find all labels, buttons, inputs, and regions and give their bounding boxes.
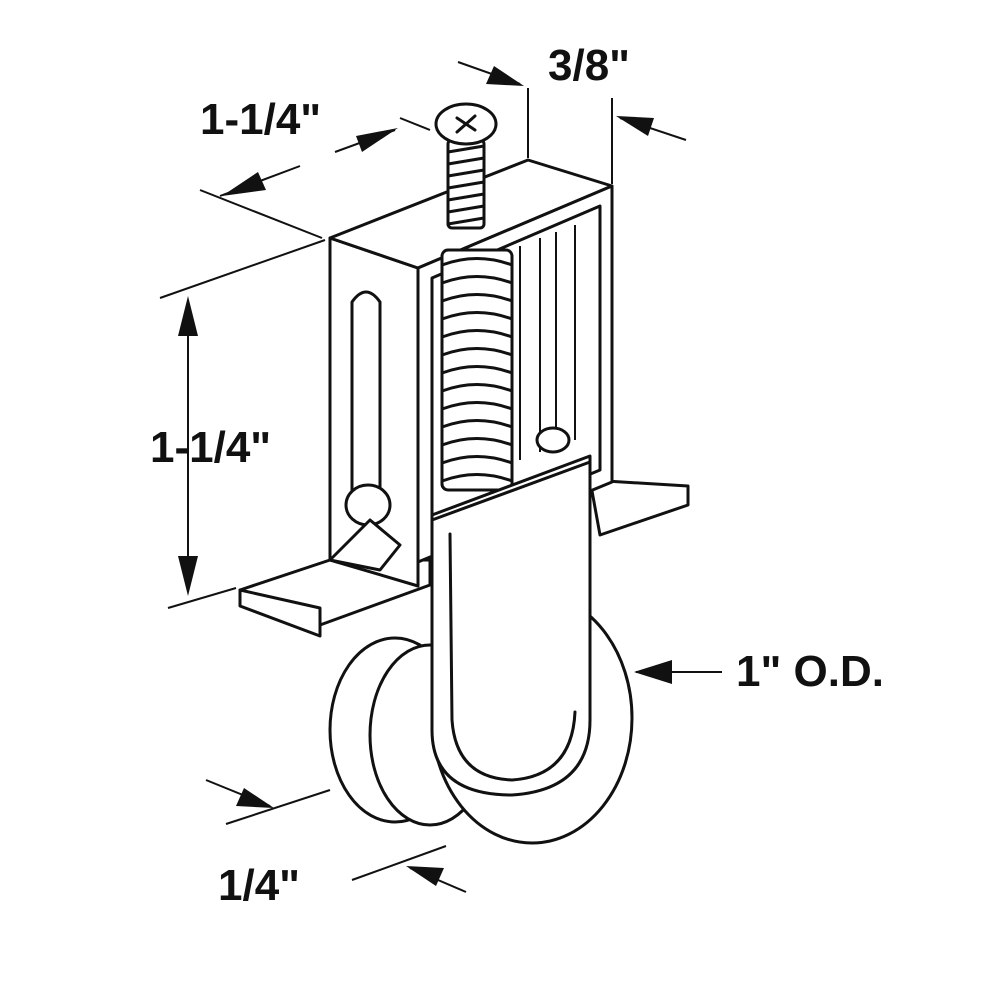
axle-pin-right — [535, 426, 571, 454]
dim-top-depth — [457, 61, 687, 184]
dim-wheel-width — [205, 779, 467, 893]
phillips-icon — [455, 114, 477, 134]
label-top-depth: 3/8" — [548, 41, 630, 90]
spring — [440, 248, 514, 492]
yoke-inner-edge — [448, 532, 577, 782]
label-top-width: 1-1/4" — [200, 95, 321, 144]
left-flange-edge — [238, 588, 322, 638]
right-flange — [588, 478, 690, 537]
dim-height — [159, 239, 326, 609]
axle-pin-left — [344, 483, 392, 527]
axle-bracket — [328, 518, 402, 572]
adjustment-screw — [434, 102, 498, 230]
label-wheel-width: 1/4" — [218, 861, 300, 910]
dim-wheel-od — [634, 660, 722, 684]
dim-top-width — [199, 117, 431, 239]
wheel-yoke — [430, 460, 592, 797]
label-height: 1-1/4" — [150, 423, 271, 472]
label-wheel-od: 1" O.D. — [736, 647, 884, 696]
